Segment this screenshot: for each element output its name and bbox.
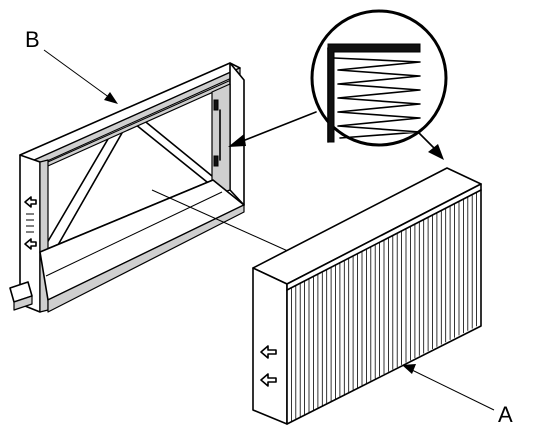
filter-housing-frame [9, 62, 245, 313]
housing-slot-upper [213, 99, 219, 111]
housing-strut-left [43, 121, 119, 249]
housing-bottom-tab-face [13, 295, 33, 311]
housing-strut-right-edge [135, 113, 213, 177]
flow-arrow-icon [24, 196, 37, 250]
flow-arrow-icon [260, 345, 277, 387]
filter-cartridge [252, 167, 482, 425]
detail-magnifier-icon [310, 9, 448, 147]
housing-strut-right [129, 119, 213, 187]
callout-label-a: A [498, 402, 513, 427]
housing-top-rail-groove [35, 75, 237, 167]
callout-label-b: B [25, 27, 40, 52]
housing-bottom-rail-line [45, 191, 223, 277]
filter-pleats [290, 192, 478, 422]
filter-end-face [252, 267, 288, 425]
detail-pointer-filter [417, 131, 444, 160]
detail-pleats [333, 57, 421, 139]
housing-right-post [229, 62, 245, 206]
filter-top-edge-band [286, 189, 482, 291]
housing-right-inner-face [211, 83, 231, 197]
detail-channel-section [327, 43, 421, 143]
detail-pointer-housing [228, 111, 317, 147]
housing-slot-lower [213, 155, 219, 167]
leader-line-b [43, 49, 118, 104]
assembly-guide-line [151, 189, 291, 253]
housing-bottom-rail-face [47, 204, 245, 313]
leader-line-a [402, 364, 495, 411]
housing-strut-left-edge [53, 125, 127, 253]
housing-top-rail-groove-2 [29, 75, 241, 171]
